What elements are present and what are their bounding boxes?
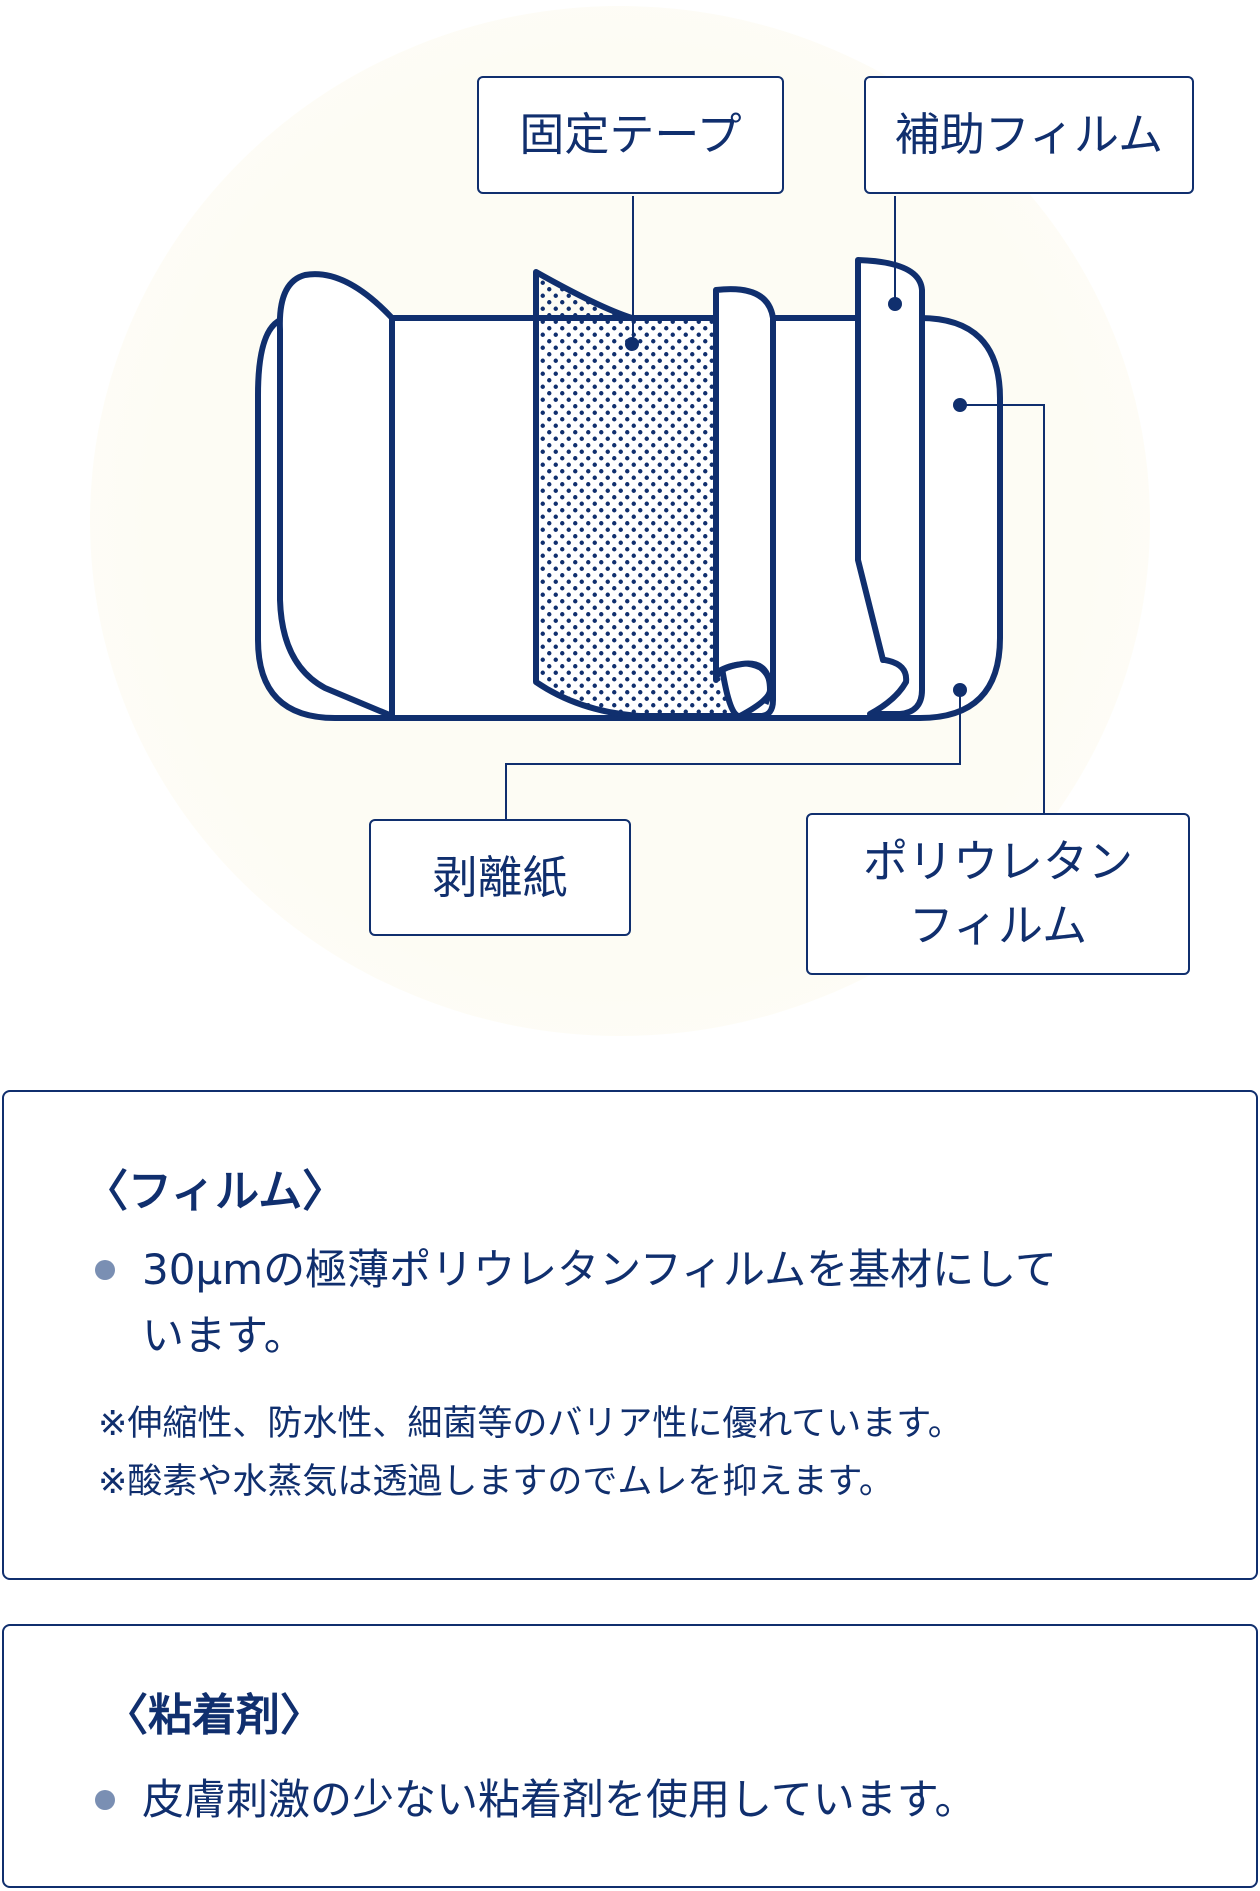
marker-support-film — [888, 297, 902, 311]
label-support-film: 補助フィルム — [864, 76, 1194, 194]
fixing-tape — [533, 269, 743, 719]
marker-fixing-tape — [625, 337, 639, 351]
adhesive-panel: 〈粘着剤〉 皮膚刺激の少ない粘着剤を使用しています。 — [2, 1624, 1258, 1888]
adhesive-title: 〈粘着剤〉 — [104, 1690, 324, 1741]
film-panel: 〈フィルム〉 30μmの極薄ポリウレタンフィルムを基材にして います。 ※伸縮性… — [2, 1090, 1258, 1580]
dressing-diagram — [255, 196, 1045, 820]
film-bullet-line2: います。 — [142, 1311, 306, 1360]
label-fixing-tape: 固定テープ — [477, 76, 784, 194]
label-polyurethane-film: ポリウレタン フィルム — [806, 813, 1190, 975]
release-paper-flap — [276, 271, 395, 719]
film-title: 〈フィルム〉 — [84, 1166, 347, 1217]
film-note-2: ※酸素や水蒸気は透過しますのでムレを抑えます。 — [98, 1462, 894, 1502]
leader-release-paper — [505, 690, 961, 820]
tape-curl-lip — [714, 661, 773, 705]
leader-polyurethane-film — [960, 404, 1045, 814]
marker-polyurethane-film — [953, 398, 967, 412]
marker-release-paper — [953, 683, 967, 697]
support-film — [855, 257, 925, 717]
film-note-1: ※伸縮性、防水性、細菌等のバリア性に優れています。 — [98, 1404, 963, 1444]
adhesive-bullet: 皮膚刺激の少ない粘着剤を使用しています。 — [142, 1775, 977, 1824]
label-release-paper: 剥離紙 — [369, 819, 631, 936]
tape-curl — [713, 286, 776, 719]
adhesive-bullet-dot — [95, 1790, 115, 1810]
film-bullet-line1: 30μmの極薄ポリウレタンフィルムを基材にして — [142, 1245, 1057, 1294]
film-bullet-dot — [95, 1260, 115, 1280]
